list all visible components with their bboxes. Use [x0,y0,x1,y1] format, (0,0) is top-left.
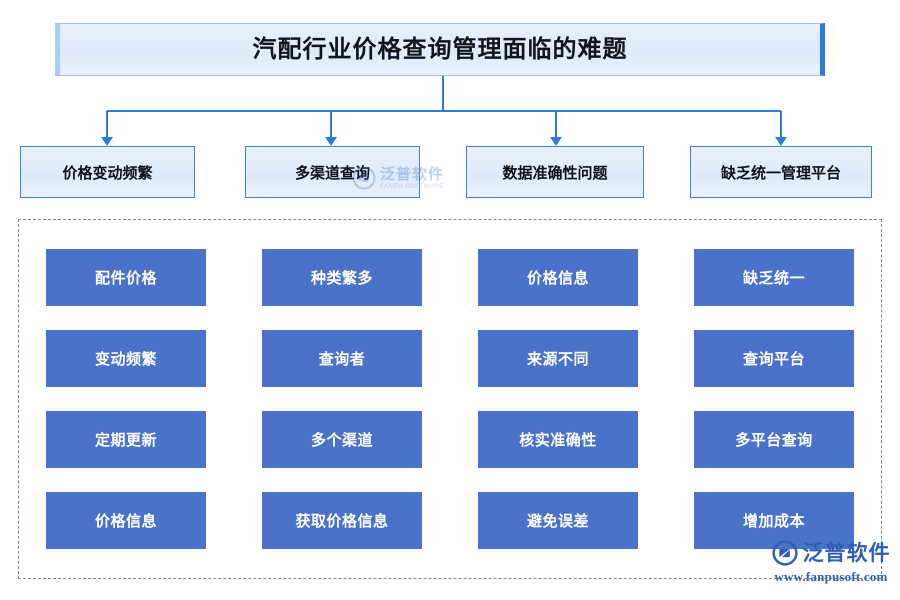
card-r2c1[interactable]: 变动频繁 [46,330,206,387]
card-r1c1[interactable]: 配件价格 [46,249,206,306]
card-r4c4[interactable]: 增加成本 [694,492,854,549]
card-label-r2c1: 变动频繁 [94,351,157,368]
card-label-r4c4: 增加成本 [742,513,805,530]
level2-label-2: 多渠道查询 [294,164,370,182]
card-label-r1c2: 种类繁多 [310,270,373,287]
card-r1c4[interactable]: 缺乏统一 [694,249,854,306]
card-r2c2[interactable]: 查询者 [262,330,422,387]
level2-label-1: 价格变动频繁 [62,164,153,182]
card-r3c2[interactable]: 多个渠道 [262,411,422,468]
card-label-r4c3: 避免误差 [526,513,589,530]
level2-box-2[interactable]: 多渠道查询 [245,146,420,198]
card-label-r4c1: 价格信息 [94,513,157,530]
card-label-r3c2: 多个渠道 [310,432,373,449]
card-grid: 配件价格 种类繁多 价格信息 缺乏统一 变动频繁 查询者 来源不同 查询平台 定… [18,219,882,579]
card-r2c3[interactable]: 来源不同 [478,330,638,387]
card-label-r2c4: 查询平台 [742,351,805,368]
card-label-r4c2: 获取价格信息 [295,513,389,530]
level2-box-3[interactable]: 数据准确性问题 [466,146,644,198]
card-r3c4[interactable]: 多平台查询 [694,411,854,468]
card-r3c3[interactable]: 核实准确性 [478,411,638,468]
card-r3c1[interactable]: 定期更新 [46,411,206,468]
diagram-title-box: 汽配行业价格查询管理面临的难题 [55,23,825,76]
page-title: 汽配行业价格查询管理面临的难题 [252,35,628,63]
card-label-r1c3: 价格信息 [526,270,589,287]
connector-arrowheads [101,137,787,146]
card-label-r1c1: 配件价格 [94,270,157,287]
card-label-r1c4: 缺乏统一 [742,270,805,287]
card-r1c3[interactable]: 价格信息 [478,249,638,306]
level2-label-4: 缺乏统一管理平台 [720,164,841,182]
card-r4c3[interactable]: 避免误差 [478,492,638,549]
card-r4c1[interactable]: 价格信息 [46,492,206,549]
level2-box-1[interactable]: 价格变动频繁 [20,146,195,198]
card-label-r2c3: 来源不同 [526,351,589,368]
card-label-r3c4: 多平台查询 [735,432,813,449]
level2-label-3: 数据准确性问题 [502,164,608,182]
card-r2c4[interactable]: 查询平台 [694,330,854,387]
card-r1c2[interactable]: 种类繁多 [262,249,422,306]
card-label-r2c2: 查询者 [318,351,366,368]
level2-box-4[interactable]: 缺乏统一管理平台 [690,146,872,198]
dashed-group-container [18,219,882,579]
card-label-r3c1: 定期更新 [94,432,157,449]
card-r4c2[interactable]: 获取价格信息 [262,492,422,549]
card-label-r3c3: 核实准确性 [519,432,597,449]
